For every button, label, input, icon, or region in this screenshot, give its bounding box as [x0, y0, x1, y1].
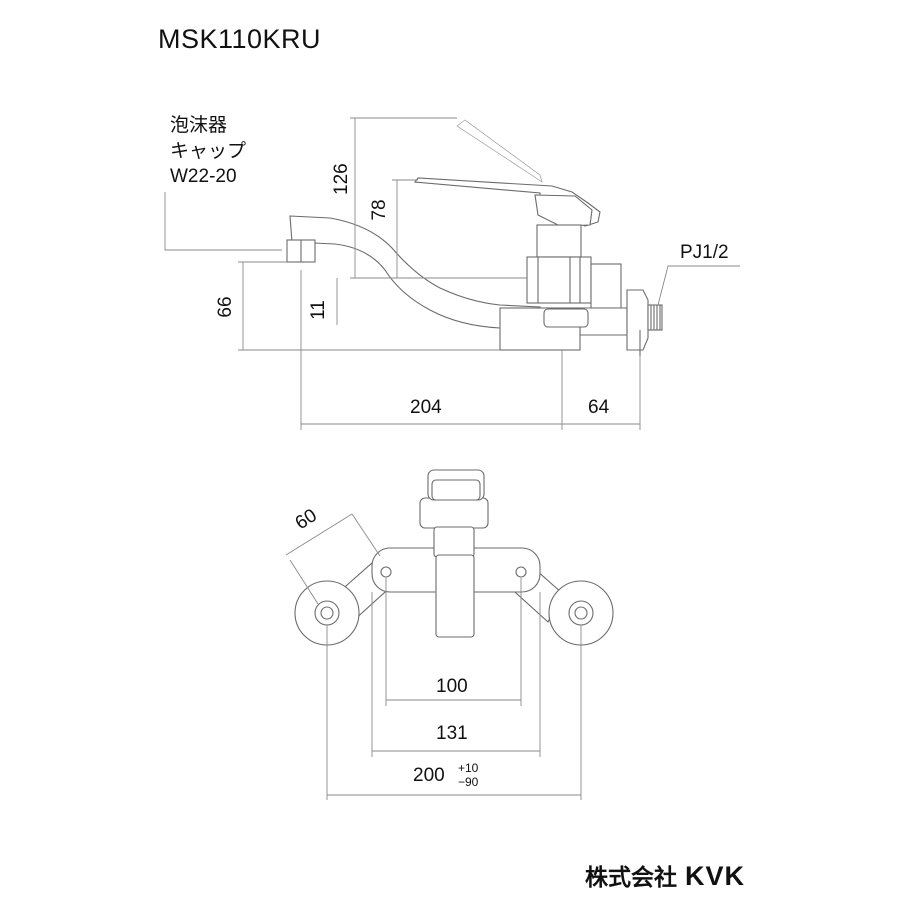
aerator-label-line1: 泡沫器 — [170, 114, 228, 136]
aerator-label-line2: キャップ — [170, 140, 247, 162]
front-view-faucet — [294, 469, 614, 646]
dim-200: 200 — [413, 765, 445, 786]
dim-11: 11 — [308, 300, 329, 320]
connector-label: PJ1/2 — [680, 242, 729, 263]
dim-100: 100 — [436, 676, 468, 697]
dim-64: 64 — [588, 397, 610, 418]
tolerance-plus: +10 — [458, 761, 479, 775]
company-name: 株式会社 — [585, 865, 677, 891]
dim-204: 204 — [410, 397, 442, 418]
side-view-faucet — [286, 119, 663, 356]
front-view-dimensions — [285, 513, 582, 800]
aerator-label-line3: W22-20 — [170, 166, 237, 187]
company-brand: KVK — [685, 861, 746, 891]
tolerance-minus: −90 — [458, 775, 479, 789]
dim-126: 126 — [331, 163, 352, 195]
dim-131: 131 — [436, 723, 468, 744]
dim-78: 78 — [369, 199, 390, 221]
model-number: MSK110KRU — [158, 24, 322, 54]
side-view-dimensions — [164, 117, 740, 430]
dim-66: 66 — [215, 296, 236, 318]
company-logo: 株式会社 KVK — [585, 858, 745, 892]
